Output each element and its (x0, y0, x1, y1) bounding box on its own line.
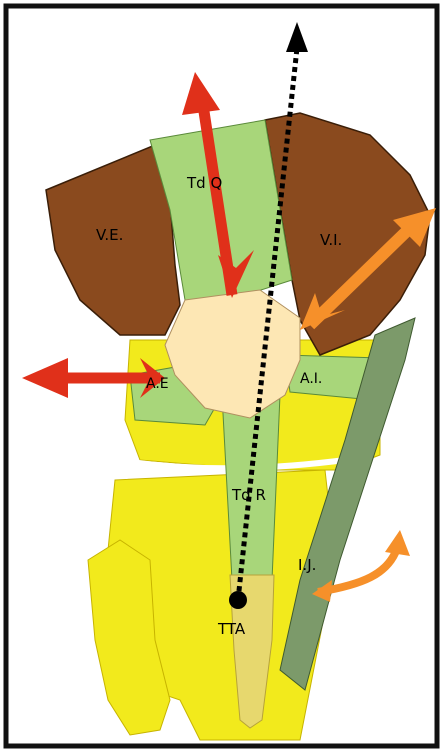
label-tdr: Td R (231, 486, 266, 504)
label-vi: V.I. (320, 231, 342, 249)
label-ve: V.E. (96, 226, 123, 244)
label-tdq: Td Q (186, 174, 222, 192)
label-ai: A.I. (300, 371, 322, 387)
label-tta: TTA (217, 620, 246, 638)
label-ae: A.E (146, 376, 169, 392)
label-ij: I.J. (298, 556, 316, 574)
tta-point (229, 591, 247, 609)
